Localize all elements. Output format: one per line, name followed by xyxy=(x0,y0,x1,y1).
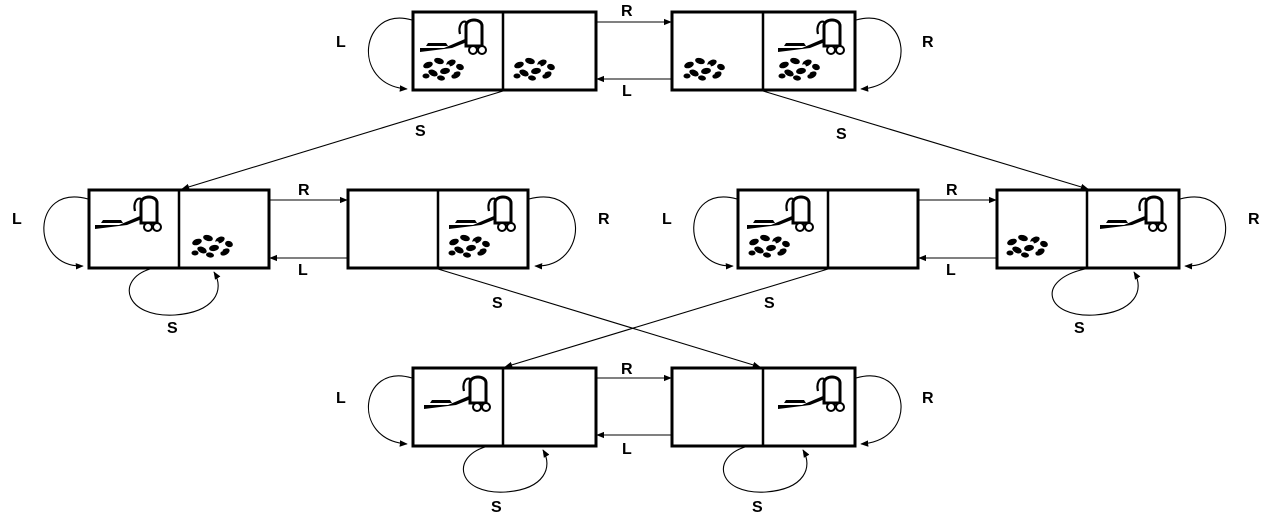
self-loop-suck xyxy=(1051,268,1141,316)
self-loop-left xyxy=(43,196,89,270)
self-loop-suck xyxy=(128,268,221,316)
self-loop-right xyxy=(855,375,902,447)
label-s: S xyxy=(764,295,775,312)
label-l: L xyxy=(622,441,632,458)
self-loop-left xyxy=(368,17,413,92)
label-l: L xyxy=(298,262,308,279)
self-loop-right xyxy=(528,196,577,270)
edge-suck xyxy=(437,268,761,368)
label-s: S xyxy=(752,499,763,516)
self-loop-suck xyxy=(462,446,550,493)
label-r: R xyxy=(1248,211,1260,228)
edge-suck xyxy=(504,268,829,368)
label-l: L xyxy=(946,262,956,279)
self-loop-suck xyxy=(722,446,810,493)
self-loop-right xyxy=(1179,196,1227,270)
label-s: S xyxy=(492,295,503,312)
label-s: S xyxy=(491,499,502,516)
edge-suck xyxy=(181,90,504,190)
label-s: S xyxy=(1074,320,1085,337)
state-5 xyxy=(736,188,920,270)
label-s: S xyxy=(836,126,847,143)
label-r: R xyxy=(621,3,633,20)
label-l: L xyxy=(12,211,22,228)
label-l: L xyxy=(336,390,346,407)
self-loop-right xyxy=(855,17,902,92)
label-s: S xyxy=(167,320,178,337)
label-l: L xyxy=(622,83,632,100)
label-r: R xyxy=(621,361,633,378)
state-4 xyxy=(346,188,530,270)
label-s: S xyxy=(415,123,426,140)
label-r: R xyxy=(598,211,610,228)
label-r: R xyxy=(922,34,934,51)
label-l: L xyxy=(336,34,346,51)
label-r: R xyxy=(946,182,958,199)
state-6 xyxy=(995,188,1181,270)
state-1 xyxy=(411,10,598,92)
self-loop-left xyxy=(693,196,738,270)
label-l: L xyxy=(662,211,672,228)
state-3 xyxy=(87,188,271,270)
self-loop-left xyxy=(368,375,413,447)
edge-suck xyxy=(762,90,1089,190)
state-8 xyxy=(670,366,857,448)
state-2 xyxy=(670,10,857,92)
label-r: R xyxy=(922,390,934,407)
state-7 xyxy=(411,366,598,448)
label-r: R xyxy=(298,182,310,199)
